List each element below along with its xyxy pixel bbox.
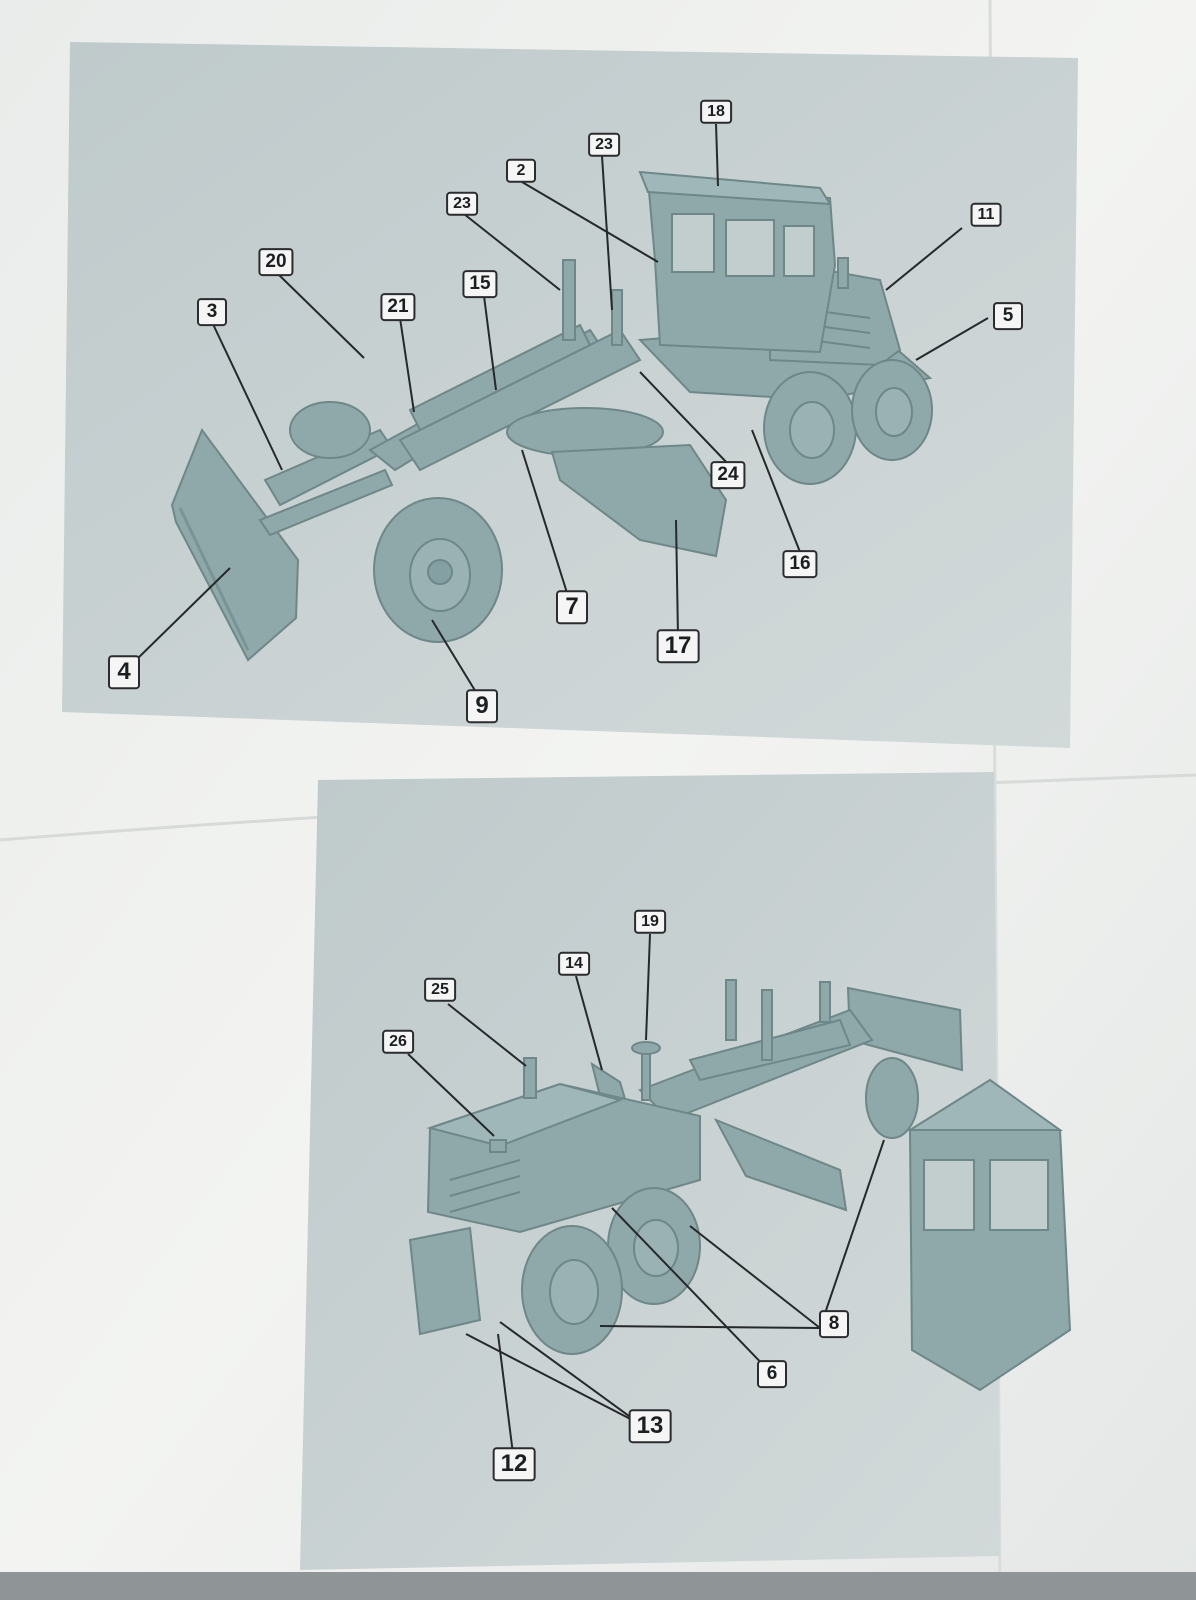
callout-4: 4 — [108, 655, 140, 689]
grader-model-bottom — [408, 979, 1072, 1392]
moldboard — [550, 443, 728, 558]
callout-7: 7 — [556, 590, 588, 624]
moldboard — [713, 1118, 848, 1212]
callout-11: 11 — [970, 202, 1002, 228]
callout-15: 15 — [462, 270, 498, 298]
callout-25: 25 — [424, 977, 456, 1003]
callout-8: 8 — [819, 1310, 849, 1338]
front-dozer-blade — [170, 427, 300, 662]
callout-14: 14 — [558, 951, 590, 977]
callout-26: 26 — [382, 1029, 414, 1055]
callout-21: 21 — [380, 293, 416, 321]
callout-24: 24 — [710, 461, 746, 489]
leader-lines-top — [133, 123, 989, 703]
callout-16: 16 — [782, 550, 818, 578]
paper-bottom-shadow — [0, 1572, 1196, 1600]
callout-13: 13 — [628, 1409, 672, 1443]
callout-23: 23 — [588, 132, 620, 158]
callout-23: 23 — [446, 191, 478, 217]
callout-9: 9 — [466, 689, 498, 723]
grader-model-top — [170, 170, 933, 662]
callout-5: 5 — [993, 302, 1023, 330]
callout-12: 12 — [492, 1447, 536, 1481]
callout-6: 6 — [757, 1360, 787, 1388]
leader-lines-bottom — [407, 933, 885, 1463]
callout-17: 17 — [656, 629, 700, 663]
callout-20: 20 — [258, 248, 294, 276]
rear-counterweight — [408, 1226, 482, 1336]
callout-18: 18 — [700, 99, 732, 125]
callout-19: 19 — [634, 909, 666, 935]
callout-3: 3 — [197, 298, 227, 326]
callout-2: 2 — [506, 158, 536, 184]
